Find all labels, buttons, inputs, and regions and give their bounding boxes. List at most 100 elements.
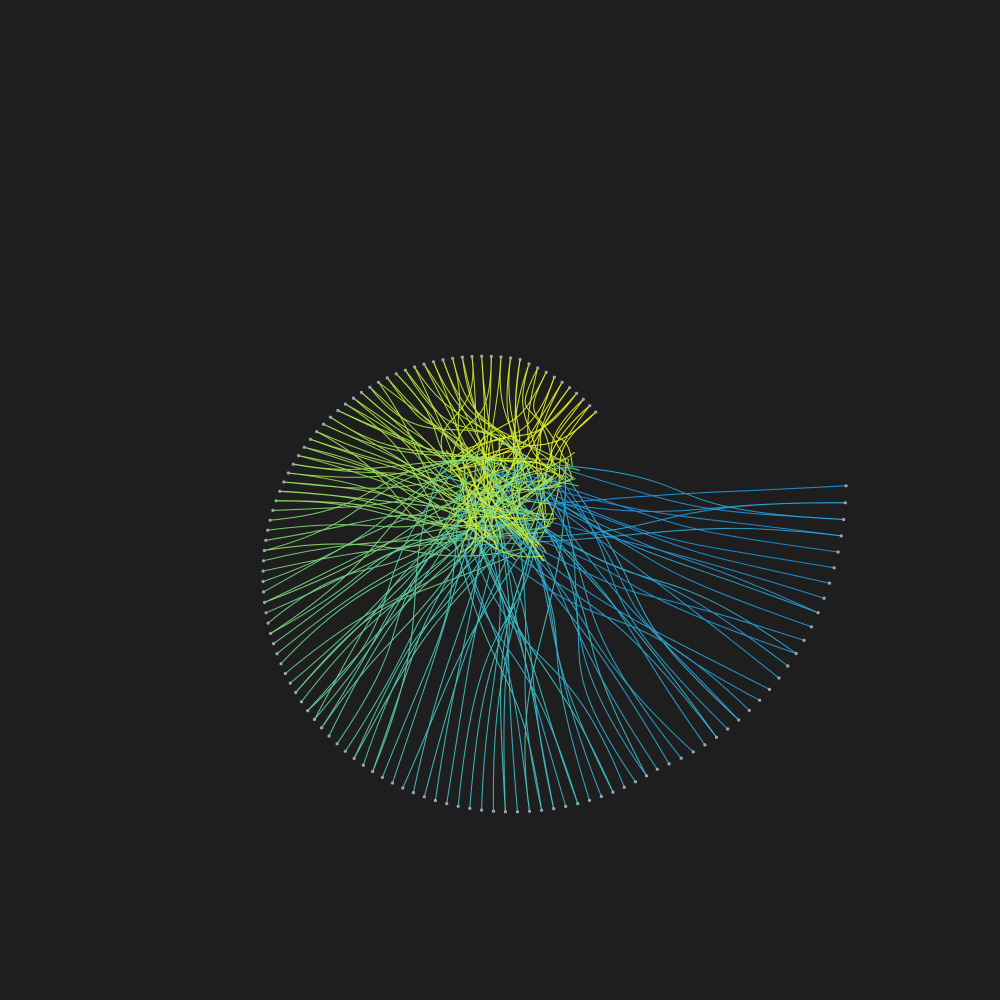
graph-edge xyxy=(295,474,470,694)
graph-node xyxy=(411,791,415,795)
graph-node xyxy=(480,808,484,812)
graph-edge xyxy=(292,463,467,499)
graph-edge xyxy=(391,530,473,784)
graph-edge xyxy=(464,459,489,524)
graph-edge xyxy=(451,392,578,467)
graph-edge xyxy=(465,514,579,805)
graph-edge xyxy=(262,525,551,572)
graph-node xyxy=(361,763,365,767)
graph-edge xyxy=(263,543,526,557)
graph-edge xyxy=(442,359,572,478)
graph-edge xyxy=(328,458,492,737)
graph-edge xyxy=(279,490,460,530)
graph-edge xyxy=(479,460,533,502)
graph-edge xyxy=(451,519,545,558)
graph-edge xyxy=(344,543,491,752)
graph-node xyxy=(679,756,683,760)
graph-edge xyxy=(283,467,487,489)
graph-node xyxy=(470,354,474,359)
graph-edge xyxy=(520,405,591,546)
graph-edge xyxy=(469,492,500,507)
graph-node xyxy=(343,402,348,406)
graph-node xyxy=(261,569,265,573)
graph-edge xyxy=(511,455,558,472)
graph-edge xyxy=(369,386,526,463)
graph-node xyxy=(315,430,319,434)
graph-node xyxy=(655,767,659,771)
graph-edge xyxy=(473,434,486,554)
graph-node xyxy=(336,408,340,413)
graph-node xyxy=(515,810,520,814)
graph-node xyxy=(599,794,603,799)
graph-edge xyxy=(372,458,446,773)
graph-node xyxy=(576,802,580,806)
graph-edge xyxy=(263,457,466,552)
graph-node xyxy=(359,390,364,395)
graph-edge xyxy=(263,486,505,593)
graph-edge xyxy=(501,513,670,765)
graph-node xyxy=(433,798,437,803)
graph-node xyxy=(489,354,493,358)
graph-edge xyxy=(500,519,522,537)
graph-edge xyxy=(264,523,470,603)
graph-edge xyxy=(470,459,570,556)
graph-node xyxy=(401,786,405,790)
graph-edge xyxy=(381,483,462,778)
graph-node xyxy=(560,380,564,384)
graph-node xyxy=(262,548,266,553)
graph-edge xyxy=(438,451,575,534)
graph-node xyxy=(343,749,347,753)
graph-edge xyxy=(540,524,797,655)
graph-edge xyxy=(517,471,839,553)
graph-edge xyxy=(474,485,563,496)
graph-node xyxy=(567,386,572,390)
edge-layer xyxy=(262,355,847,813)
graph-edge xyxy=(402,514,548,789)
graph-edge xyxy=(313,473,524,720)
graph-edge xyxy=(275,500,497,531)
graph-node xyxy=(431,360,436,364)
graph-edge xyxy=(404,369,571,466)
graph-node xyxy=(368,385,372,389)
graph-edge xyxy=(316,431,451,552)
graph-node xyxy=(266,528,270,532)
graph-node xyxy=(278,489,282,493)
graph-node xyxy=(269,631,273,636)
graph-edge xyxy=(552,533,637,783)
graph-node xyxy=(451,356,455,360)
graph-node xyxy=(327,734,331,738)
graph-node xyxy=(633,780,638,784)
graph-node xyxy=(335,742,339,746)
graph-node xyxy=(581,397,585,401)
graph-edge xyxy=(546,487,682,759)
graph-edge xyxy=(336,536,445,745)
graph-edge xyxy=(482,514,519,813)
graph-edge xyxy=(262,451,485,583)
graph-node xyxy=(286,471,290,475)
graph-node xyxy=(302,445,306,449)
graph-node xyxy=(274,499,278,503)
graph-node xyxy=(786,664,790,668)
graph-edge xyxy=(513,363,536,551)
graph-edge xyxy=(463,496,483,554)
graph-node xyxy=(816,611,820,615)
graph-node xyxy=(279,662,283,666)
graph-edge xyxy=(465,504,543,562)
graph-node xyxy=(827,581,832,585)
graph-node xyxy=(328,415,333,419)
graph-edge xyxy=(488,376,555,458)
graph-edge xyxy=(423,363,524,540)
graph-node xyxy=(351,396,355,400)
graph-edge xyxy=(540,498,812,628)
graph-edge xyxy=(450,449,481,500)
graph-edge xyxy=(495,481,528,517)
graph-node xyxy=(312,717,317,722)
graph-edge xyxy=(284,524,498,675)
graph-node xyxy=(262,590,266,594)
graph-edge xyxy=(562,482,729,730)
graph-node xyxy=(552,375,556,379)
graph-edge xyxy=(515,510,543,811)
graph-node xyxy=(758,698,762,702)
graph-edge xyxy=(316,431,478,519)
